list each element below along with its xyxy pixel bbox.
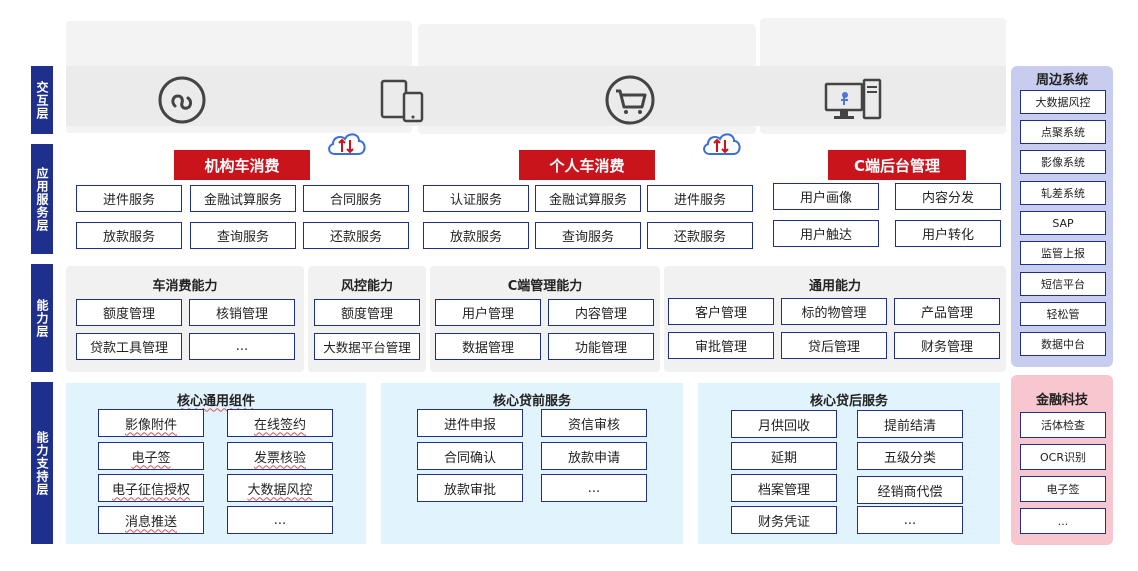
- capability-item: 审批管理: [668, 332, 774, 359]
- support-item: 合同确认: [417, 442, 523, 470]
- support-title: 核心贷后服务: [809, 393, 888, 409]
- capability-item: 产品管理: [894, 298, 1000, 325]
- app-service-item: 放款服务: [423, 222, 529, 249]
- capability-item: 标的物管理: [781, 298, 887, 325]
- capability-title: 车消费能力: [152, 278, 218, 294]
- app-service-item: 内容分发: [895, 183, 1001, 210]
- capability-item: ...: [189, 333, 295, 360]
- peripheral-item: 轻松管: [1020, 302, 1106, 326]
- support-item: ...: [857, 506, 963, 534]
- support-item: 五级分类: [857, 442, 963, 470]
- support-title: 核心贷前服务: [492, 393, 571, 409]
- app-title-personal: 个人车消费: [519, 150, 655, 180]
- support-item: 在线签约: [227, 409, 333, 437]
- support-title: 核心通用组件: [176, 393, 255, 409]
- app-service-item: 用户触达: [773, 220, 879, 247]
- desktop-computer-icon: [824, 78, 884, 122]
- layer-label-capability: 能力层: [31, 264, 53, 372]
- support-item: 放款审批: [417, 474, 523, 502]
- support-item: 提前结清: [857, 410, 963, 438]
- support-item: 影像附件: [98, 409, 204, 437]
- support-item: 消息推送: [98, 506, 204, 534]
- peripheral-title: 周边系统: [1035, 72, 1088, 88]
- peripheral-item: 监管上报: [1020, 241, 1106, 265]
- support-item: 放款申请: [541, 442, 647, 470]
- layer-label-application: 应用服务层: [31, 144, 53, 254]
- support-item: 档案管理: [731, 474, 837, 502]
- app-service-item: 查询服务: [535, 222, 641, 249]
- app-service-item: 认证服务: [423, 185, 529, 212]
- support-item: 财务凭证: [731, 506, 837, 534]
- support-item: ...: [227, 506, 333, 534]
- support-item: 电子签: [98, 442, 204, 470]
- support-item: 电子征信授权: [98, 474, 204, 502]
- app-service-item: 还款服务: [303, 222, 409, 249]
- support-item: 发票核验: [227, 442, 333, 470]
- capability-item: 功能管理: [548, 333, 654, 360]
- app-title-c-admin: C端后台管理: [828, 150, 966, 180]
- fintech-title: 金融科技: [1035, 392, 1088, 408]
- cloud-exchange-icon: [700, 128, 744, 158]
- fintech-item: 活体检查: [1020, 412, 1106, 438]
- app-title-institution: 机构车消费: [174, 150, 310, 180]
- capability-item: 大数据平台管理: [314, 333, 420, 360]
- app-service-item: 进件服务: [647, 185, 753, 212]
- fintech-item: OCR识别: [1020, 444, 1106, 470]
- support-item: 资信审核: [541, 409, 647, 437]
- capability-item: 客户管理: [668, 298, 774, 325]
- peripheral-item: 点聚系统: [1020, 120, 1106, 144]
- peripheral-item: 大数据风控: [1020, 90, 1106, 114]
- support-item: ...: [541, 474, 647, 502]
- layer-label-interaction: 交互层: [31, 66, 53, 134]
- app-service-item: 合同服务: [303, 185, 409, 212]
- peripheral-item: 影像系统: [1020, 150, 1106, 174]
- support-item: 进件申报: [417, 409, 523, 437]
- capability-item: 额度管理: [76, 299, 182, 326]
- app-service-item: 用户画像: [773, 183, 879, 210]
- app-service-item: 查询服务: [190, 222, 296, 249]
- cloud-exchange-icon: [325, 128, 369, 158]
- capability-title: 风控能力: [340, 278, 393, 294]
- capability-item: 财务管理: [894, 332, 1000, 359]
- capability-title: C端管理能力: [507, 278, 583, 294]
- tablet-phone-icon: [380, 79, 424, 123]
- peripheral-item: SAP: [1020, 211, 1106, 235]
- capability-item: 内容管理: [548, 299, 654, 326]
- mini-program-icon: [157, 76, 209, 124]
- capability-item: 数据管理: [435, 333, 541, 360]
- capability-title: 通用能力: [808, 278, 861, 294]
- app-service-item: 用户转化: [895, 220, 1001, 247]
- support-item: 大数据风控: [227, 474, 333, 502]
- app-service-item: 金融试算服务: [535, 185, 641, 212]
- support-item: 月供回收: [731, 410, 837, 438]
- layer-label-support: 能力支持层: [31, 382, 53, 544]
- capability-item: 额度管理: [314, 299, 420, 326]
- app-service-item: 还款服务: [647, 222, 753, 249]
- capability-item: 贷款工具管理: [76, 333, 182, 360]
- peripheral-item: 短信平台: [1020, 272, 1106, 296]
- fintech-item: 电子签: [1020, 476, 1106, 502]
- app-service-item: 放款服务: [76, 222, 182, 249]
- support-item: 延期: [731, 442, 837, 470]
- capability-item: 用户管理: [435, 299, 541, 326]
- app-service-item: 金融试算服务: [190, 185, 296, 212]
- capability-item: 贷后管理: [781, 332, 887, 359]
- peripheral-item: 数据中台: [1020, 332, 1106, 356]
- shopping-cart-icon: [603, 75, 657, 125]
- app-service-item: 进件服务: [76, 185, 182, 212]
- fintech-item: ...: [1020, 508, 1106, 534]
- capability-item: 核销管理: [189, 299, 295, 326]
- support-item: 经销商代偿: [857, 476, 963, 504]
- peripheral-item: 轧差系统: [1020, 181, 1106, 205]
